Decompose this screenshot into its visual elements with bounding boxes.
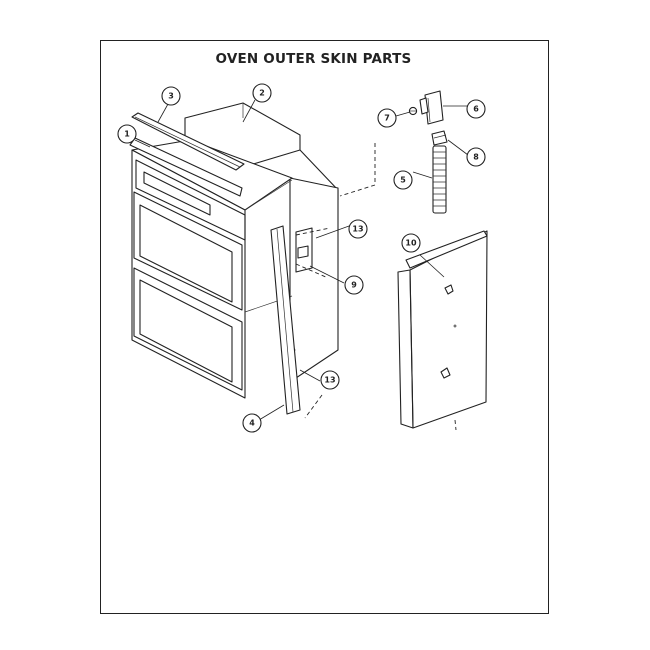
svg-text:8: 8 bbox=[473, 153, 479, 162]
callout-13-lower: 13 bbox=[320, 370, 340, 390]
callout-7: 7 bbox=[377, 108, 397, 128]
svg-text:6: 6 bbox=[473, 105, 479, 114]
svg-text:2: 2 bbox=[259, 89, 265, 98]
callout-4: 4 bbox=[242, 413, 262, 433]
part-3-rail bbox=[131, 112, 245, 171]
callout-9: 9 bbox=[344, 275, 364, 295]
svg-text:9: 9 bbox=[351, 281, 357, 290]
callout-2: 2 bbox=[252, 83, 272, 103]
callout-6: 6 bbox=[466, 99, 486, 119]
diagram-title: OVEN OUTER SKIN PARTS bbox=[215, 51, 412, 67]
callout-13-upper: 13 bbox=[348, 219, 368, 239]
part-8-cap bbox=[431, 130, 448, 146]
callout-3: 3 bbox=[161, 86, 181, 106]
part-10-side-panel bbox=[397, 230, 488, 429]
svg-text:4: 4 bbox=[249, 419, 255, 428]
part-5-rod bbox=[432, 145, 447, 214]
leader-lines bbox=[134, 99, 469, 421]
svg-text:3: 3 bbox=[168, 92, 174, 101]
svg-text:1: 1 bbox=[124, 130, 130, 139]
callout-5: 5 bbox=[393, 170, 413, 190]
svg-text:7: 7 bbox=[384, 114, 390, 123]
svg-text:5: 5 bbox=[400, 176, 406, 185]
part-4-side-trim bbox=[270, 225, 301, 415]
part-6-bracket bbox=[419, 90, 444, 125]
svg-text:10: 10 bbox=[405, 239, 417, 248]
part-7-screw bbox=[408, 106, 418, 116]
callout-8: 8 bbox=[466, 147, 486, 167]
svg-text:13: 13 bbox=[324, 376, 335, 385]
guide-lines bbox=[295, 143, 457, 431]
callout-1: 1 bbox=[117, 124, 137, 144]
callout-10: 10 bbox=[401, 233, 421, 253]
svg-text:13: 13 bbox=[352, 225, 363, 234]
